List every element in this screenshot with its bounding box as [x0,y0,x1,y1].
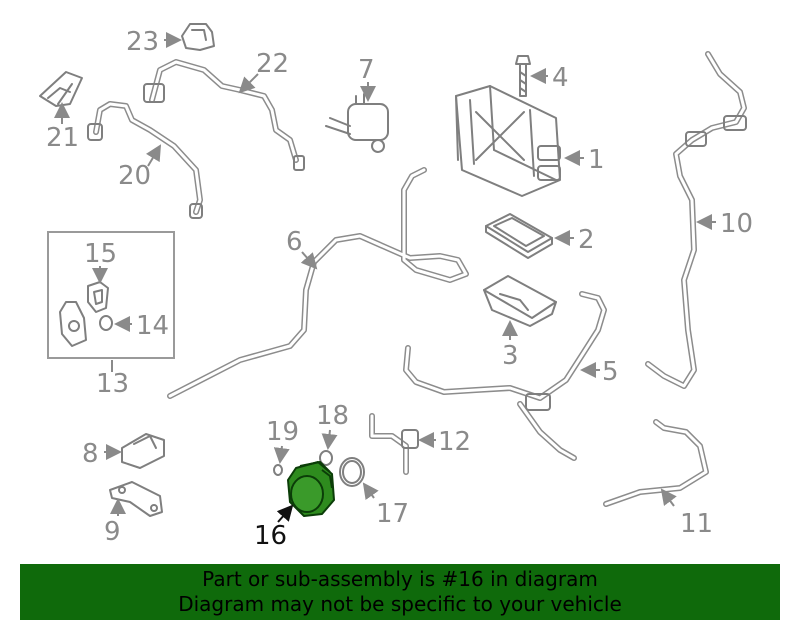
part-23-clip [181,23,215,51]
banner-line-2: Diagram may not be specific to your vehi… [178,592,622,616]
part-3-filter-housing [483,275,557,327]
callout-17: 17 [376,499,409,529]
callout-1: 1 [588,145,605,175]
callout-5: 5 [602,357,619,387]
part-7-purge-valve [325,93,389,153]
callout-16: 16 [254,521,287,551]
callout-4: 4 [552,63,569,93]
part-10-line [645,51,747,389]
callout-6: 6 [286,227,303,257]
part-13-housing [59,301,87,347]
callout-20: 20 [118,161,151,191]
callout-23: 23 [126,27,159,57]
part-12-hose [369,413,419,475]
callout-7: 7 [358,55,375,85]
part-8-bracket [121,433,165,469]
callout-14: 14 [136,311,169,341]
part-13-assembly-box [47,231,175,359]
part-19-o-ring [273,464,283,476]
part-18-o-ring [319,450,333,466]
banner-line-1: Part or sub-assembly is #16 in diagram [202,567,598,591]
callout-9: 9 [104,517,121,547]
part-info-banner: Part or sub-assembly is #16 in diagram D… [20,564,780,620]
callout-13: 13 [96,369,129,399]
part-11-tube [603,419,709,507]
part-2-filter [485,213,553,259]
part-16-highlighted-component[interactable] [287,460,335,517]
part-14-o-ring [99,315,113,331]
callout-2: 2 [578,225,595,255]
part-20-hose [87,101,203,219]
callout-11: 11 [680,509,713,539]
part-21-bracket [39,71,83,107]
part-15-gasket [87,281,109,313]
part-5-hose [403,291,607,461]
part-4-bolt [515,55,531,97]
callout-10: 10 [720,209,753,239]
parts-diagram: 23 21 22 20 7 4 [39,23,753,551]
callout-19: 19 [266,417,299,447]
callout-3: 3 [502,341,519,371]
part-6-tube [167,167,469,399]
callout-22: 22 [256,49,289,79]
callout-15: 15 [84,239,117,269]
callout-18: 18 [316,401,349,431]
callout-8: 8 [82,439,99,469]
part-1-charcoal-canister [455,85,561,197]
part-17-gasket [339,457,365,487]
callout-12: 12 [438,427,471,457]
callout-21: 21 [46,123,79,153]
